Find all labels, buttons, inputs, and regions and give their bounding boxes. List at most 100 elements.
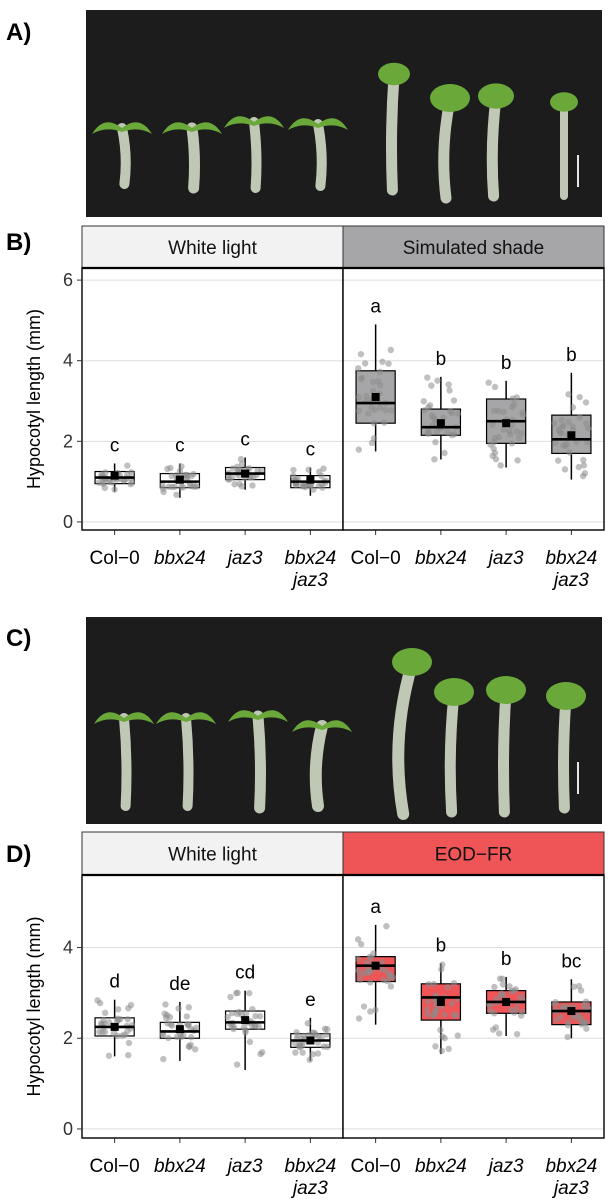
cotyledon-left xyxy=(224,116,254,128)
data-point xyxy=(309,1050,317,1058)
data-point xyxy=(306,1056,313,1063)
data-point xyxy=(491,1010,498,1017)
data-point xyxy=(290,472,297,479)
data-point xyxy=(363,392,370,400)
data-point xyxy=(564,1033,571,1041)
data-point xyxy=(105,1052,113,1059)
hypocotyl-stem xyxy=(486,92,502,202)
data-point xyxy=(441,1011,448,1018)
data-point xyxy=(229,473,236,481)
data-point xyxy=(387,983,395,990)
data-point xyxy=(354,936,362,943)
seedling-8 xyxy=(550,92,578,200)
cotyledon-head xyxy=(434,678,474,706)
data-point xyxy=(554,457,562,464)
category-label: jaz3 xyxy=(225,1156,263,1177)
data-point xyxy=(381,419,388,426)
seedling-7 xyxy=(486,676,526,818)
data-point xyxy=(98,471,105,478)
data-point xyxy=(366,953,373,961)
significance-letter: d xyxy=(109,972,120,993)
category-label: Col−0 xyxy=(351,1156,401,1177)
y-tick-label: 0 xyxy=(63,512,73,532)
seedling-1 xyxy=(94,712,154,811)
data-point xyxy=(356,976,364,984)
data-point xyxy=(228,1009,236,1017)
mean-marker xyxy=(502,997,511,1006)
data-point xyxy=(509,395,517,402)
data-point xyxy=(490,439,498,446)
cotyledon-left xyxy=(156,712,186,724)
hypocotyl-stem xyxy=(558,692,572,814)
data-point xyxy=(388,407,395,414)
panel-label-d: D) xyxy=(6,841,31,868)
data-point xyxy=(551,419,558,427)
data-point xyxy=(255,1023,262,1030)
data-point xyxy=(293,1029,300,1036)
significance-letter: c xyxy=(110,435,120,456)
data-point xyxy=(95,479,102,486)
data-point xyxy=(560,422,567,429)
data-point xyxy=(446,387,453,394)
data-point xyxy=(357,350,365,358)
hypocotyl-stem xyxy=(498,686,512,818)
data-point xyxy=(424,430,431,437)
mean-marker xyxy=(371,392,380,401)
mean-marker xyxy=(371,961,380,970)
data-point xyxy=(376,368,384,376)
cotyledon-right xyxy=(192,122,222,134)
mean-marker xyxy=(241,469,250,478)
cotyledon-left xyxy=(228,710,258,722)
mean-marker xyxy=(110,471,119,480)
box-2: b xyxy=(420,935,462,1055)
data-point xyxy=(178,1033,185,1041)
box-1: a xyxy=(355,296,396,453)
data-point xyxy=(424,1006,431,1013)
data-point xyxy=(163,1011,171,1019)
y-tick-label: 6 xyxy=(63,270,73,290)
data-point xyxy=(437,1026,444,1034)
cotyledon-head xyxy=(478,83,514,109)
cotyledon-head xyxy=(546,682,586,710)
box-4: bc xyxy=(551,951,592,1041)
hypocotyl-stem xyxy=(252,710,266,814)
hypocotyl-stem xyxy=(438,94,456,204)
data-point xyxy=(323,1031,330,1038)
data-point xyxy=(233,989,240,997)
data-point xyxy=(370,419,378,427)
data-point xyxy=(581,1018,589,1026)
data-point xyxy=(561,466,569,473)
hypocotyl-stem xyxy=(186,122,200,194)
box-1: a xyxy=(354,897,397,1025)
category-label: bbx24 xyxy=(545,1156,597,1177)
cotyledon-right xyxy=(186,712,216,724)
category-label: Col−0 xyxy=(90,1156,140,1177)
hypocotyl-stem xyxy=(313,119,327,191)
data-point xyxy=(186,1043,193,1051)
data-point xyxy=(565,391,572,398)
data-point xyxy=(583,420,590,427)
data-point xyxy=(159,482,166,489)
data-point xyxy=(124,462,131,469)
data-point xyxy=(485,379,492,386)
data-point xyxy=(114,1015,121,1022)
data-point xyxy=(377,404,384,411)
data-point xyxy=(165,1034,172,1042)
category-label-line2: jaz3 xyxy=(290,1178,328,1199)
category-label: bbx24 xyxy=(154,548,206,569)
data-point xyxy=(551,1001,559,1008)
mean-marker xyxy=(567,1007,576,1016)
data-point xyxy=(508,440,516,447)
data-point xyxy=(514,457,521,464)
mean-marker xyxy=(306,1036,315,1045)
significance-letter: b xyxy=(501,949,512,970)
data-point xyxy=(452,1012,459,1019)
photo-panel-c xyxy=(86,617,602,824)
seedling-4 xyxy=(292,720,352,812)
facet-strip-label: Simulated shade xyxy=(403,238,545,259)
data-point xyxy=(431,456,438,463)
data-point xyxy=(519,409,526,416)
data-point xyxy=(304,1020,311,1027)
hypocotyl-stem xyxy=(181,713,194,811)
